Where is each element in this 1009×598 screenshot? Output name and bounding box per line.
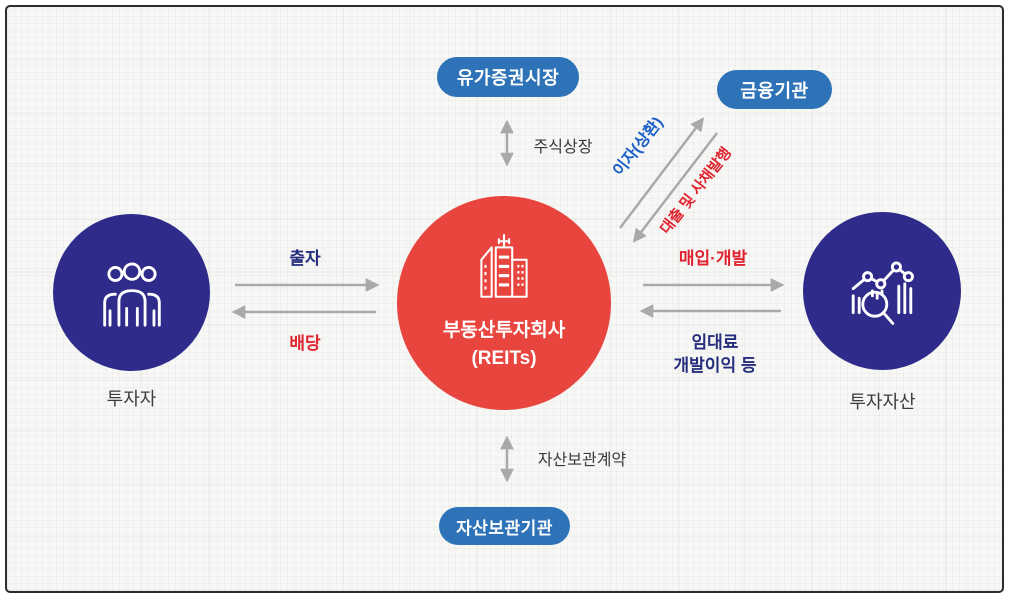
arrow-interest-repayment: [619, 117, 705, 229]
assets-label: 투자자산: [849, 392, 916, 412]
stock-listing-label: 주식상장: [533, 139, 593, 156]
arrow-loan-bond-issue: [632, 132, 718, 243]
building-icon: [480, 234, 528, 298]
reits-title-line2: (REITs): [471, 348, 537, 369]
reits-title-line1: 부동산투자회사: [442, 320, 566, 341]
node-reits: 부동산투자회사 (REITs): [397, 196, 611, 410]
people-icon: [102, 261, 161, 326]
arrow-layer: [231, 117, 785, 483]
diagram-frame: 유가증권시장 금융기관 자산보관기관: [5, 5, 1004, 593]
rental-income-label: 임대료 개발이익 등: [657, 331, 773, 377]
rental-income-line2: 개발이익 등: [673, 356, 757, 375]
node-custodian: 자산보관기관: [439, 507, 570, 545]
node-securities-market: 유가증권시장: [437, 57, 579, 97]
node-financial-institution: 금융기관: [717, 70, 832, 109]
purchase-development-label: 매입·개발: [678, 249, 748, 268]
reits-title: 부동산투자회사 (REITs): [443, 317, 565, 373]
dividend-label: 배당: [289, 334, 321, 353]
rental-income-line1: 임대료: [691, 333, 739, 352]
custody-contract-label: 자산보관계약: [537, 452, 627, 469]
contribution-label: 출자: [289, 249, 321, 268]
investor-label: 투자자: [106, 389, 157, 409]
chart-search-icon: [851, 261, 914, 325]
node-investor-circle: [53, 214, 210, 371]
node-assets-circle: [803, 212, 961, 370]
